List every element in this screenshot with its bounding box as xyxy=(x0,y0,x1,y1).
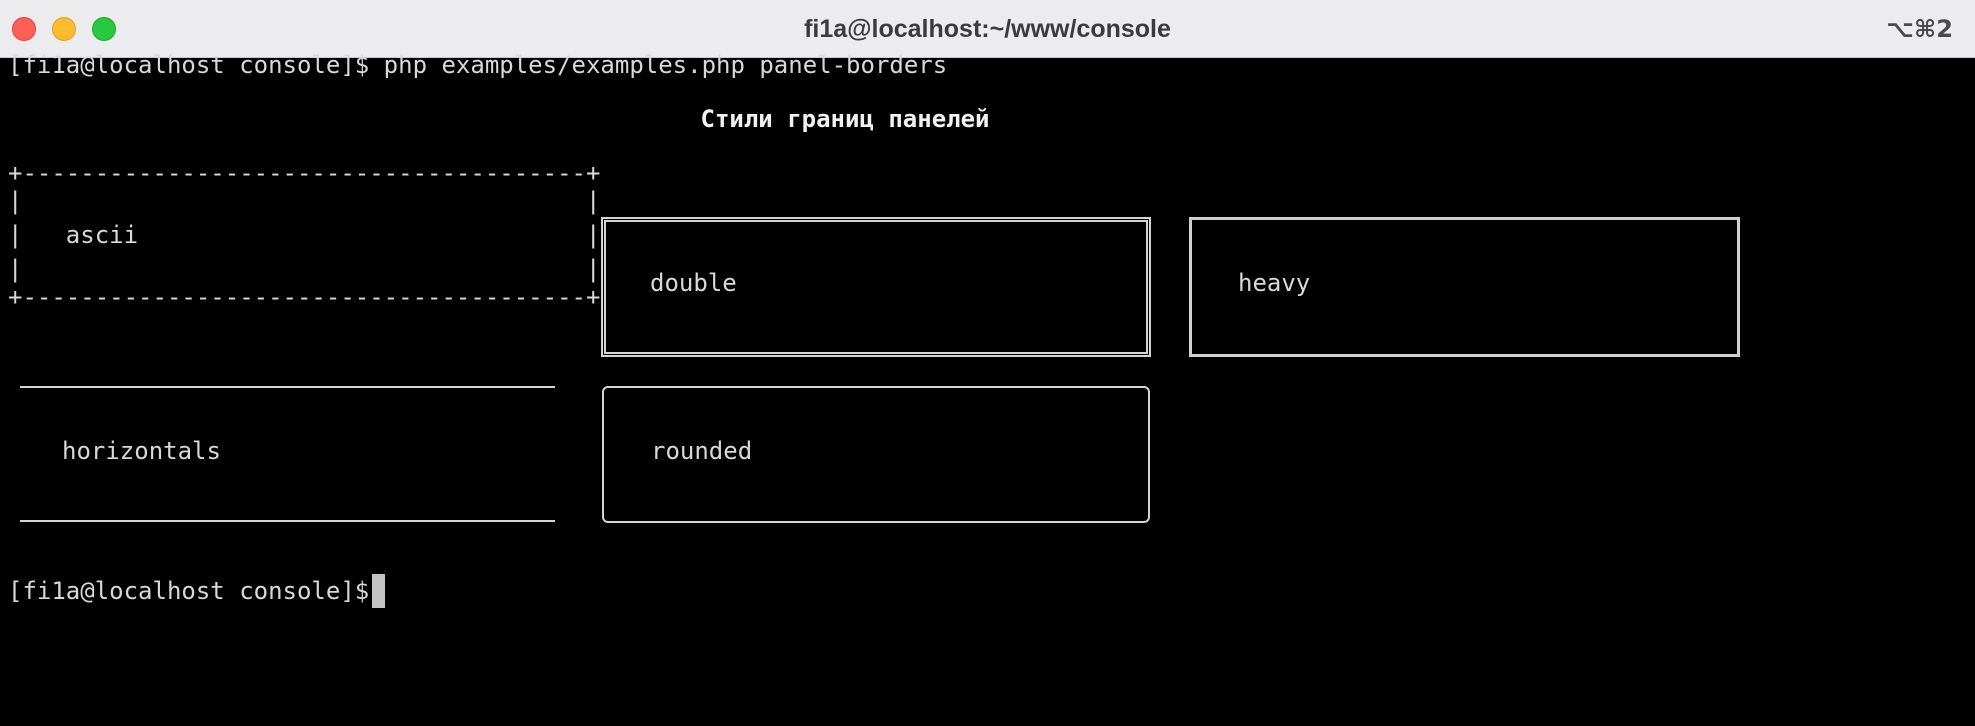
window-title: fi1a@localhost:~/www/console xyxy=(804,15,1171,43)
window-shortcut: ⌥⌘2 xyxy=(1886,15,1953,43)
minimize-window-button[interactable] xyxy=(52,17,76,41)
panel-styles-heading: Стили границ панелей xyxy=(700,105,990,133)
text-cursor xyxy=(372,574,385,608)
close-window-button[interactable] xyxy=(12,17,36,41)
panel-label: heavy xyxy=(1238,269,1311,297)
ascii-border-side: | | xyxy=(8,187,601,215)
panel-label: horizontals xyxy=(62,437,221,465)
title-bar[interactable]: fi1a@localhost:~/www/console ⌥⌘2 xyxy=(0,0,1975,58)
ascii-border-top: +---------------------------------------… xyxy=(8,159,601,187)
ascii-border-label-row: | ascii | xyxy=(8,221,601,249)
terminal-output[interactable]: [fi1a@localhost console]$ php examples/e… xyxy=(0,51,1975,726)
panel-label: rounded xyxy=(651,437,753,465)
ascii-border-side: | | xyxy=(8,255,601,283)
ascii-border-bottom: +---------------------------------------… xyxy=(8,283,601,311)
panel-label: double xyxy=(650,269,737,297)
panel-double: double xyxy=(601,217,1151,357)
command-line: [fi1a@localhost console]$ php examples/e… xyxy=(8,51,948,79)
panel-heavy: heavy xyxy=(1189,217,1740,357)
shell-prompt: [fi1a@localhost console]$ xyxy=(8,577,384,605)
maximize-window-button[interactable] xyxy=(92,17,116,41)
panel-horizontals: horizontals xyxy=(20,386,555,522)
panel-rounded: rounded xyxy=(602,386,1150,523)
